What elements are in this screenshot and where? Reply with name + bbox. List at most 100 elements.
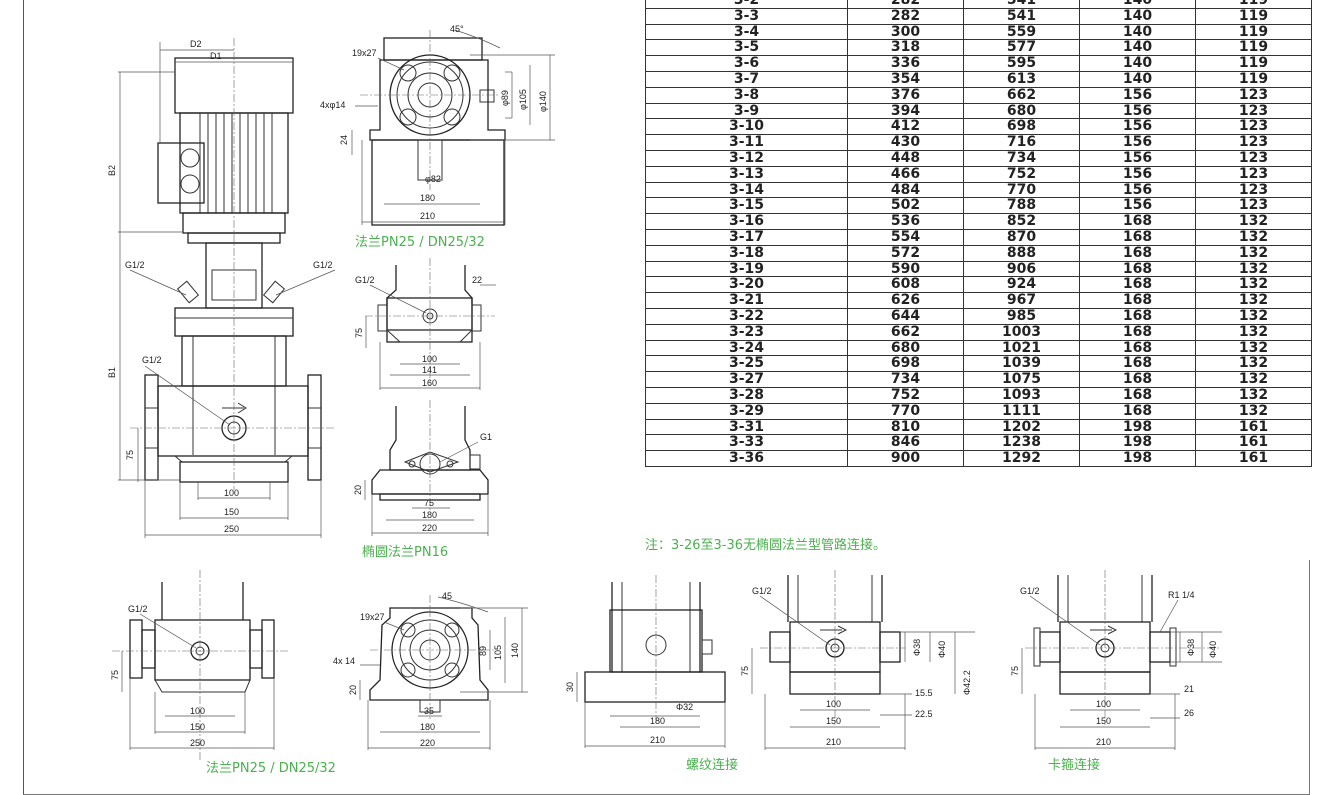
table-cell: 1238 [963,434,1080,452]
table-cell: 123 [1195,166,1312,183]
svg-text:220: 220 [420,738,435,748]
svg-text:35: 35 [424,706,434,716]
table-cell: 3-4 [645,24,848,41]
table-cell: 3-9 [645,103,848,120]
caption-clamp: 卡箍连接 [1048,758,1101,773]
table-cell: 3-20 [645,276,848,294]
table-cell: 985 [963,308,1080,325]
table-cell: 466 [847,166,964,183]
table-cell: 3-17 [645,229,848,246]
svg-text:φ105: φ105 [518,89,528,110]
table-cell: 198 [1079,434,1196,452]
table-cell: 680 [963,103,1080,120]
svg-text:105: 105 [493,645,503,660]
svg-text:22.5: 22.5 [915,709,933,719]
table-cell: 1202 [963,419,1080,436]
table-cell: 119 [1195,8,1312,25]
table-cell: 132 [1195,213,1312,230]
svg-text:150: 150 [190,722,205,732]
table-cell: 132 [1195,308,1312,325]
svg-text:45: 45 [442,591,452,601]
svg-text:100: 100 [826,699,841,709]
table-cell: 559 [963,24,1080,41]
svg-text:19x27: 19x27 [352,48,377,58]
oval-side-view: G1/2 22 75 100 141 160 [354,258,496,390]
table-cell: 140 [1079,71,1196,88]
svg-text:Φ40: Φ40 [937,641,947,658]
table-cell: 140 [1079,8,1196,25]
svg-text:20: 20 [353,485,363,495]
table-cell: 123 [1195,87,1312,104]
svg-text:D1: D1 [210,51,222,61]
svg-text:19x27: 19x27 [360,612,385,622]
svg-text:75: 75 [740,666,750,676]
table-cell: 168 [1079,261,1196,278]
table-cell: 198 [1079,450,1196,467]
table-cell: 132 [1195,403,1312,420]
table-cell: 3-11 [645,134,848,151]
table-cell: 140 [1079,24,1196,41]
svg-text:180: 180 [650,716,665,726]
table-cell: 613 [963,71,1080,88]
table-cell: 3-28 [645,387,848,404]
table-cell: 119 [1195,24,1312,41]
table-cell: 3-29 [645,403,848,420]
bottom-flange-top: 45 19x27 4x 14 20 89 105 140 35 180 220 [333,591,528,750]
page-left-border [23,0,24,795]
caption-flange-top: 法兰PN25 / DN25/32 [355,235,485,250]
table-cell: 1039 [963,355,1080,373]
svg-text:24: 24 [339,135,349,145]
table-cell: 168 [1079,292,1196,309]
svg-text:210: 210 [826,737,841,747]
svg-text:100: 100 [1096,699,1111,709]
svg-text:210: 210 [1096,737,1111,747]
bottom-flange-front: G1/2 75 100 150 250 [110,570,290,760]
table-cell: 132 [1195,355,1312,373]
table-cell: 119 [1195,71,1312,88]
table-cell: 590 [847,261,964,278]
table-note: 注：3-26至3-36无椭圆法兰型管路连接。 [645,538,887,553]
table-cell: 734 [847,371,964,388]
svg-text:180: 180 [420,193,435,203]
table-cell: 119 [1195,39,1312,57]
svg-text:75: 75 [1010,666,1020,676]
caption-thread: 螺纹连接 [686,758,739,773]
svg-text:B1: B1 [107,367,117,378]
table-cell: 502 [847,197,964,215]
table-cell: 168 [1079,387,1196,404]
svg-text:4x 14: 4x 14 [333,656,355,666]
table-cell: 132 [1195,245,1312,262]
svg-text:Φ38: Φ38 [912,639,922,656]
table-cell: 3-15 [645,197,848,215]
table-cell: 3-25 [645,355,848,373]
table-cell: 698 [963,118,1080,136]
table-cell: 300 [847,24,964,41]
table-cell: 132 [1195,261,1312,278]
table-cell: 161 [1195,450,1312,467]
table-cell: 123 [1195,118,1312,136]
table-cell: 119 [1195,0,1312,9]
svg-text:G1/2: G1/2 [1020,586,1040,596]
svg-text:21: 21 [1184,684,1194,694]
svg-text:250: 250 [224,524,239,534]
table-cell: 770 [963,182,1080,199]
table-cell: 132 [1195,371,1312,388]
svg-text:Φ38: Φ38 [1186,639,1196,656]
table-cell: 3-21 [645,292,848,309]
